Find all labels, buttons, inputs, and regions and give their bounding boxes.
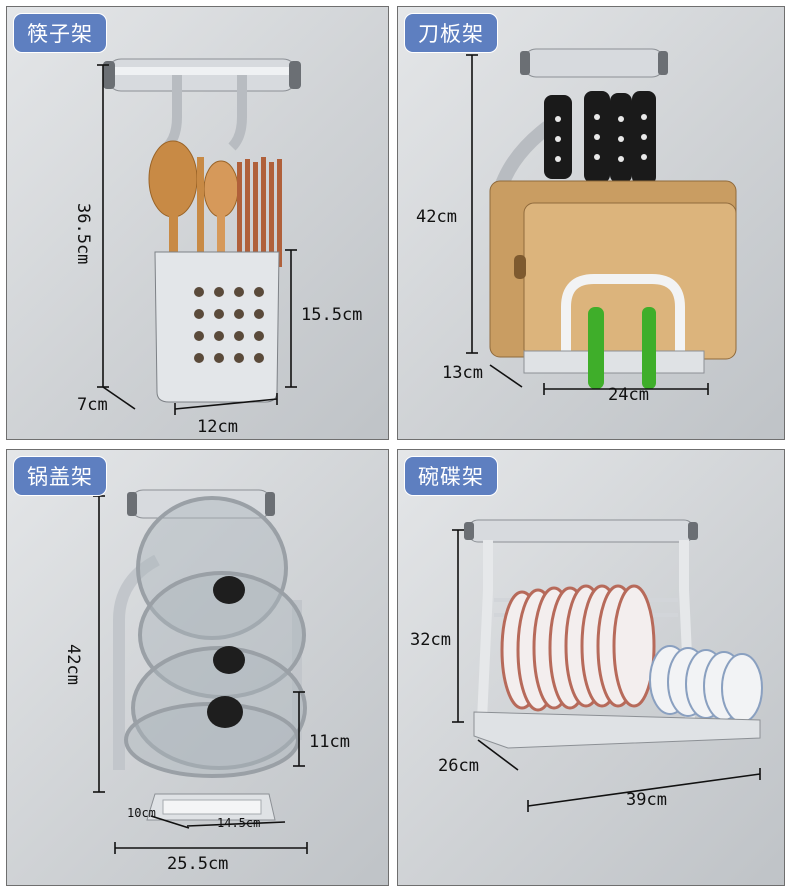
dimension-height-label: 42cm <box>416 207 457 227</box>
dimension-lid-height-label: 11cm <box>309 732 350 752</box>
bowl-dish-rack-illustration <box>452 519 763 812</box>
panel-title-tag: 刀板架 <box>404 13 498 53</box>
panel-chopstick-rack: 筷子架 <box>6 6 389 440</box>
panel-title-tag: 锅盖架 <box>13 456 107 496</box>
panel-title-tag: 碗碟架 <box>404 456 498 496</box>
dimension-width-label: 25.5cm <box>167 854 229 874</box>
pot-lid-rack-illustration <box>93 489 308 854</box>
panel-pot-lid-rack: 锅盖架 42cm 11cm <box>6 449 389 886</box>
dimension-tray-width-label: 14.5cm <box>217 816 261 830</box>
knife-board-rack-illustration <box>466 48 737 395</box>
dimension-height-label: 32cm <box>410 630 451 650</box>
dimension-width-label: 39cm <box>626 790 667 810</box>
dimension-holder-height-label: 15.5cm <box>301 305 363 325</box>
dimension-depth-label: 7cm <box>77 395 108 415</box>
dimension-width-label: 12cm <box>197 417 238 437</box>
dimension-depth-label: 13cm <box>442 363 483 383</box>
panel-bowl-dish-rack: 碗碟架 <box>397 449 785 886</box>
dimension-tray-depth-label: 10cm <box>127 806 156 820</box>
dimension-height-label: 36.5cm <box>73 203 93 265</box>
panel-knife-board-rack: 刀板架 <box>397 6 785 440</box>
dimension-depth-label: 26cm <box>438 756 479 776</box>
dimension-width-label: 24cm <box>608 385 649 405</box>
chopstick-rack-illustration <box>97 58 301 415</box>
dimension-height-label: 42cm <box>63 644 83 685</box>
panel-title-tag: 筷子架 <box>13 13 107 53</box>
